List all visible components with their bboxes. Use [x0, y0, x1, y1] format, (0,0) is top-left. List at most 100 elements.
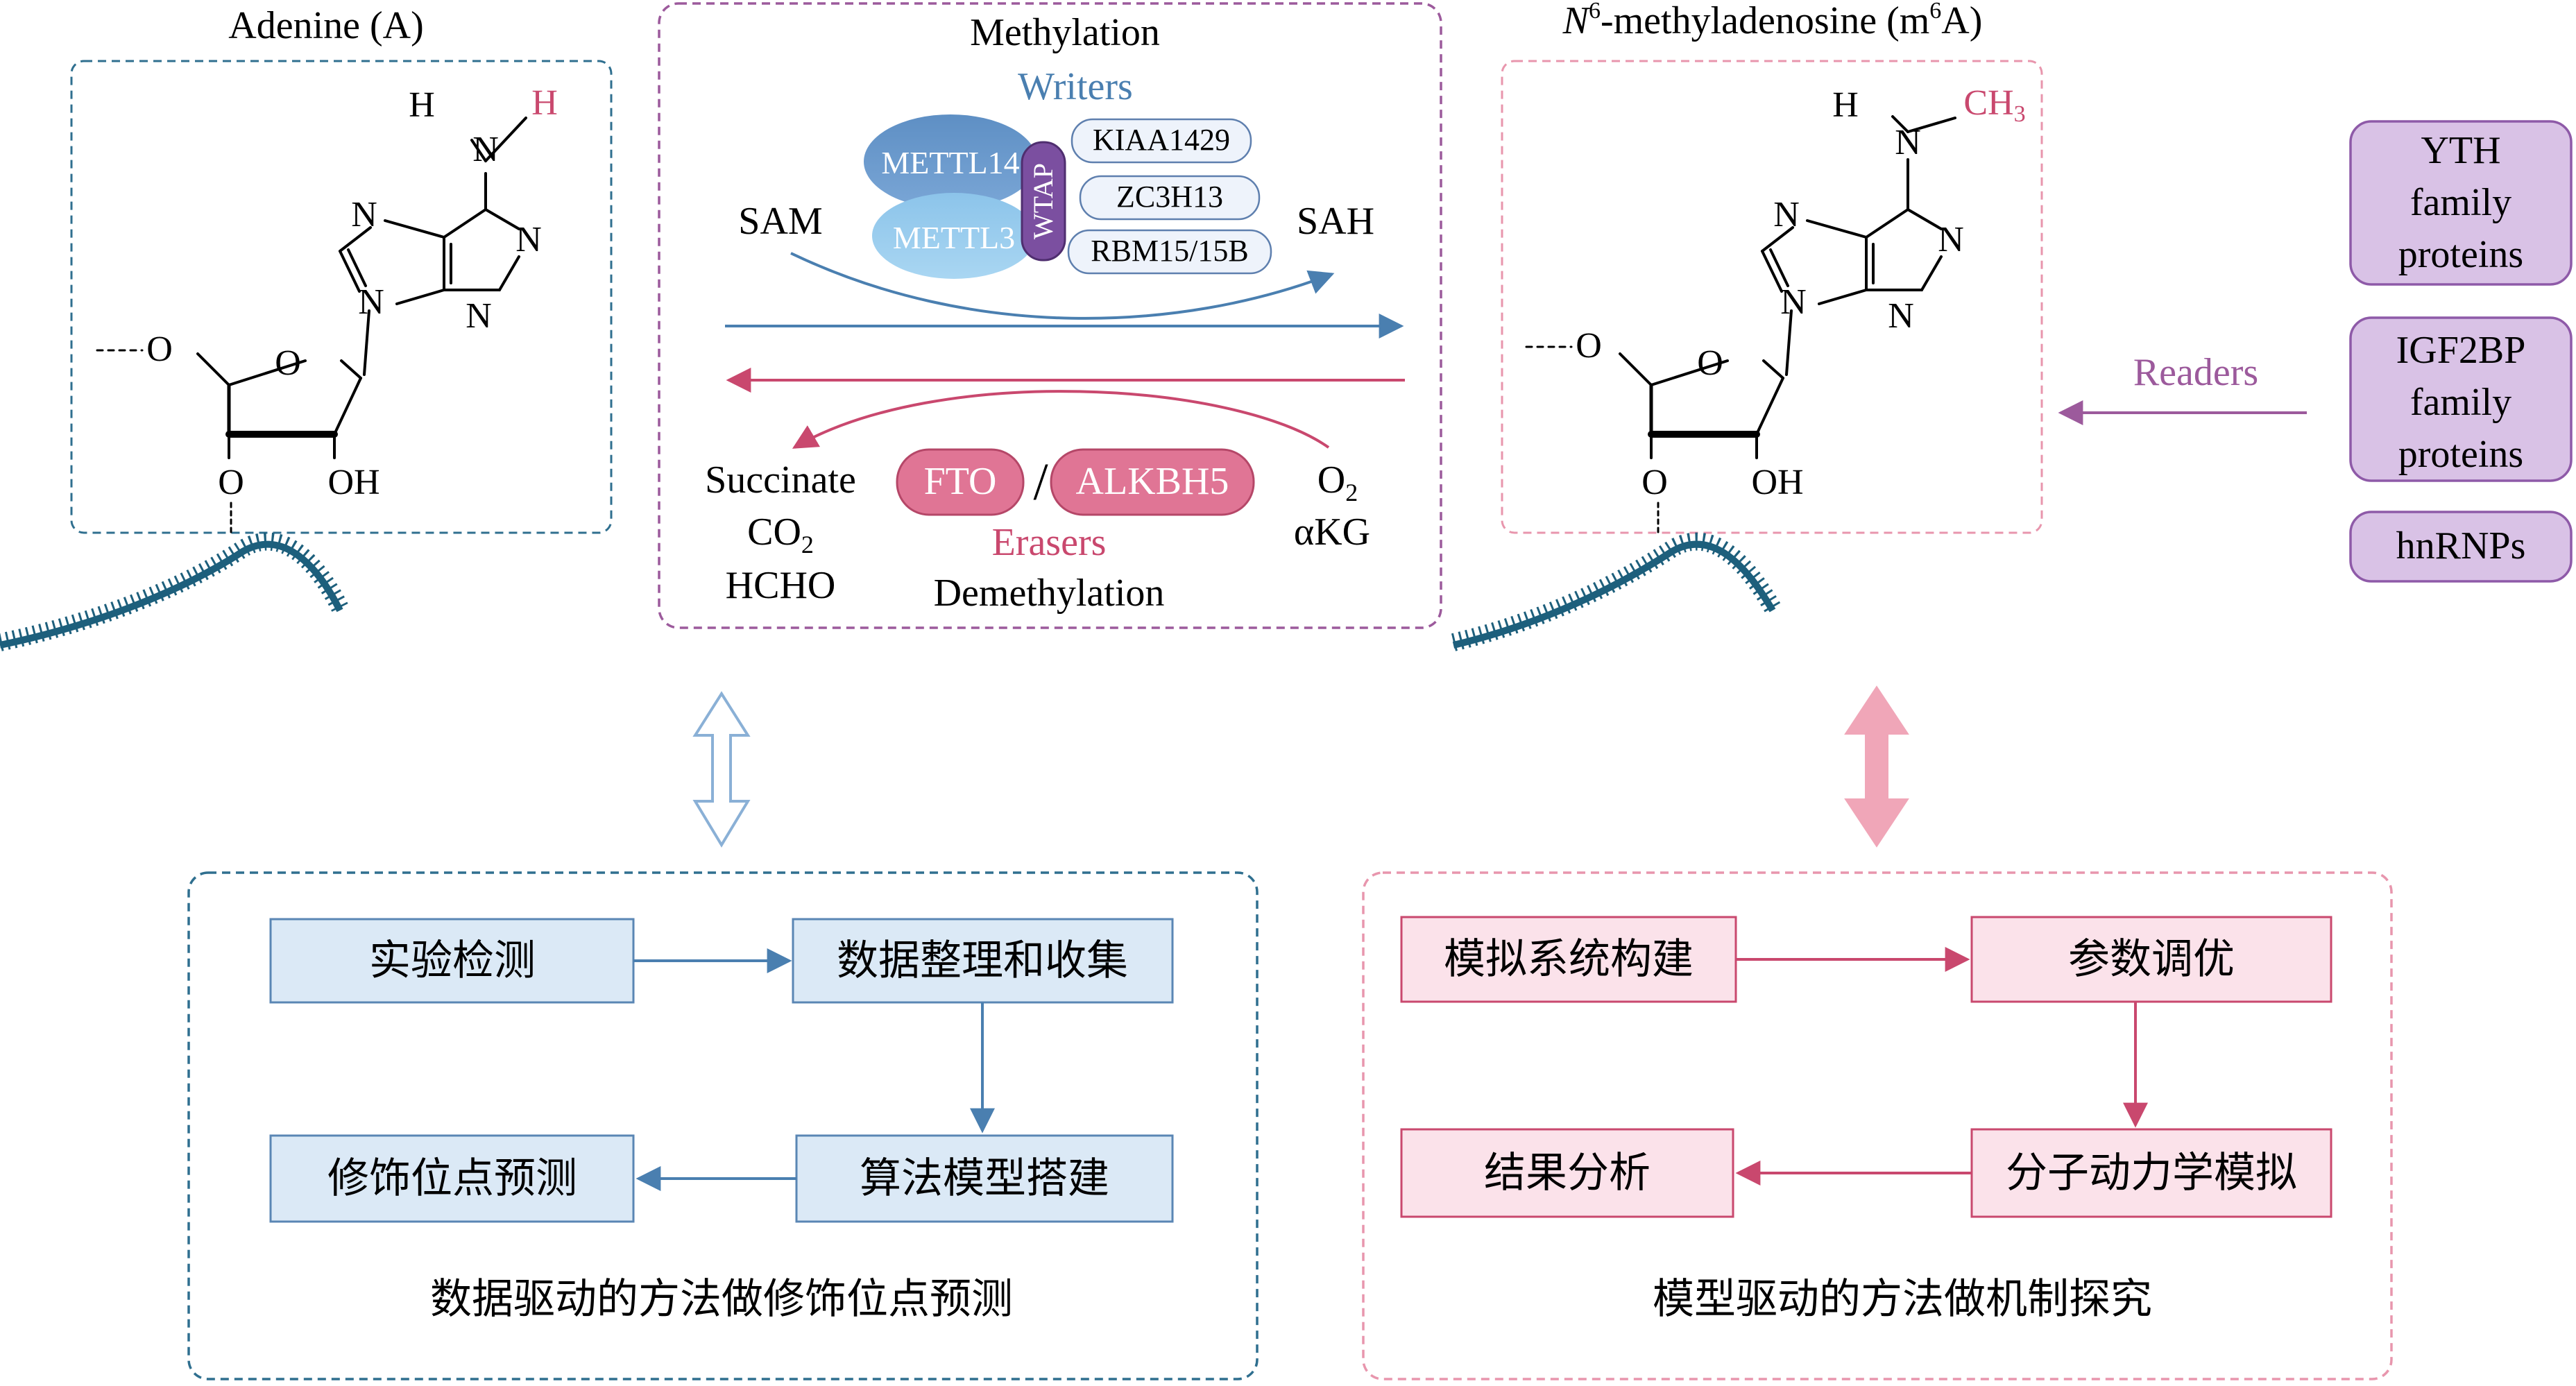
reader-yth-line1: YTH: [2421, 129, 2500, 172]
mettl3-label: METTL3: [893, 220, 1015, 255]
cofactor-akg: αKG: [1294, 511, 1370, 554]
demethylation-curve-arrow: [792, 390, 1330, 449]
step-tune-params-label: 参数调优: [2068, 935, 2235, 984]
adenine-n-amine: N: [472, 130, 499, 169]
reader-hnrnps-line1: hnRNPs: [2396, 524, 2526, 567]
adenine-frame: [70, 60, 613, 534]
zc3h13-pill: [1079, 175, 1261, 221]
step-result-analysis-box: [1400, 1128, 1734, 1218]
wtap-pill: [1021, 141, 1066, 262]
adenine-oh: OH: [327, 463, 379, 502]
adenine-o-bottom: O: [218, 463, 244, 502]
cofactor-o2: O2: [1317, 459, 1358, 506]
fto-pill: [896, 448, 1025, 516]
kiaa1429-pill: [1071, 118, 1252, 164]
wtap-label: WTAP: [1027, 163, 1059, 239]
demethylation-title: Demethylation: [934, 572, 1165, 615]
m6a-oh: OH: [1751, 463, 1803, 502]
step-experiment-label: 实验检测: [369, 936, 536, 985]
m6a-h-left: H: [1832, 85, 1859, 125]
data-driven-frame: [187, 871, 1259, 1380]
adenine-o-link: O: [146, 330, 173, 369]
step-build-system-label: 模拟系统构建: [1444, 935, 1694, 984]
m6a-n-1: N: [1938, 220, 1964, 259]
m6a-o-link: O: [1576, 326, 1602, 366]
model-driven-caption: 模型驱动的方法做机制探究: [1653, 1275, 2152, 1324]
sah-label: SAH: [1297, 200, 1374, 243]
step-site-predict-label: 修饰位点预测: [327, 1154, 577, 1203]
m6a-n-7: N: [1773, 195, 1800, 234]
data-driven-panel: 实验检测 数据整理和收集 算法模型搭建 修饰位点预测 数据驱动的方法做修饰位点预…: [187, 871, 1259, 1380]
data-driven-caption: 数据驱动的方法做修饰位点预测: [430, 1275, 1013, 1324]
step-md-sim-label: 分子动力学模拟: [2006, 1149, 2297, 1197]
model-driven-frame: [1362, 871, 2393, 1380]
adenine-n-3: N: [466, 296, 492, 336]
adenine-title: Adenine (A): [228, 4, 423, 47]
reader-igf2bp-line1: IGF2BP: [2396, 329, 2526, 372]
m6a-n-9: N: [1780, 282, 1807, 322]
mettl3-blob: [872, 193, 1036, 279]
readers-label: Readers: [2133, 351, 2258, 394]
right-double-arrow: [1844, 685, 1909, 848]
product-hcho: HCHO: [726, 564, 836, 607]
reader-hnrnps-box: [2349, 511, 2573, 583]
step-tune-params-box: [1970, 916, 2332, 1003]
zc3h13-label: ZC3H13: [1116, 180, 1223, 214]
m6a-o-ring: O: [1697, 343, 1723, 383]
alkbh5-pill: [1050, 448, 1255, 516]
model-driven-panel: 模拟系统构建 参数调优 分子动力学模拟 结果分析 模型驱动的方法做机制探究: [1362, 871, 2393, 1380]
reader-yth-line3: proteins: [2398, 233, 2523, 276]
rna-strand-right: [1451, 532, 1781, 651]
methylation-box: Methylation Writers METTL14 METTL3 WTAP …: [658, 2, 1442, 629]
reader-igf2bp-box: [2349, 316, 2573, 482]
adenine-n-9: N: [358, 282, 384, 322]
m6a-o-bottom: O: [1641, 463, 1668, 502]
step-algorithm-label: 算法模型搭建: [860, 1154, 1109, 1203]
m6a-n-3: N: [1888, 296, 1914, 336]
m6a-ch3: CH3: [1963, 83, 2025, 127]
fto-label: FTO: [924, 460, 997, 503]
reader-igf2bp-line3: proteins: [2398, 433, 2523, 476]
rbm15-label: RBM15/15B: [1091, 234, 1248, 268]
m6a-title: N6-methyladenosine (m6A): [1562, 0, 1983, 42]
step-site-predict-box: [269, 1134, 635, 1223]
reader-yth-box: [2349, 120, 2573, 286]
kiaa1429-label: KIAA1429: [1093, 123, 1230, 157]
step-experiment-box: [269, 918, 635, 1004]
product-succinate: Succinate: [705, 459, 856, 502]
eraser-slash: /: [1033, 453, 1048, 511]
reader-igf2bp-line2: family: [2410, 381, 2511, 424]
writers-label: Writers: [1018, 65, 1133, 108]
m6a-frame: [1501, 60, 2043, 534]
step-build-system-box: [1400, 916, 1737, 1003]
m6a-molecule: N6-methyladenosine (m6A): [1451, 0, 2043, 651]
step-result-analysis-label: 结果分析: [1484, 1149, 1650, 1197]
methylation-curve-arrow: [790, 252, 1335, 320]
rbm15-pill: [1067, 229, 1272, 275]
erasers-label: Erasers: [992, 521, 1107, 564]
m6a-n-amine: N: [1895, 123, 1921, 162]
step-data-collect-label: 数据整理和收集: [837, 936, 1128, 985]
alkbh5-label: ALKBH5: [1076, 460, 1229, 503]
adenine-o-ring: O: [275, 343, 301, 383]
adenine-molecule: Adenine (A): [0, 4, 613, 651]
adenine-structure: [96, 117, 527, 536]
adenine-n-1: N: [515, 220, 542, 259]
step-algorithm-box: [795, 1134, 1174, 1223]
adenine-h-left: H: [409, 85, 435, 125]
left-double-arrow: [692, 691, 751, 848]
step-md-sim-box: [1970, 1128, 2332, 1218]
methylation-title: Methylation: [970, 11, 1160, 54]
sam-label: SAM: [738, 200, 822, 243]
mettl14-blob: [864, 114, 1037, 209]
adenine-h-right: H: [531, 83, 558, 123]
writer-complex: METTL14 METTL3 WTAP KIAA1429 ZC3H13 RBM1…: [864, 114, 1272, 279]
rna-strand-left: [0, 532, 348, 651]
readers-panel: Readers YTH family proteins IGF2BP famil…: [2058, 120, 2573, 583]
adenine-n-7: N: [351, 195, 377, 234]
mettl14-label: METTL14: [881, 145, 1019, 180]
reader-yth-line2: family: [2410, 181, 2511, 224]
product-co2: CO2: [747, 511, 814, 558]
m6a-structure: [1525, 115, 1956, 536]
